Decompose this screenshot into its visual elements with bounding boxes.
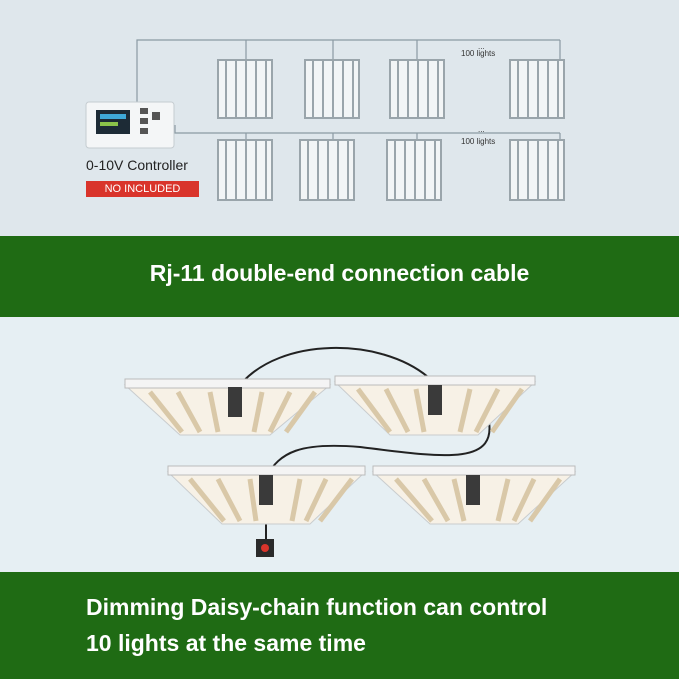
light-fixture-icon <box>217 139 273 201</box>
light-fixture-icon <box>299 139 355 201</box>
daisy-cable <box>265 416 491 478</box>
grow-light-fixture <box>166 465 367 525</box>
light-count-row-1: 100 lights <box>461 49 496 58</box>
daisy-chain-illustration <box>123 346 577 557</box>
ellipsis-row-1: ... <box>478 42 485 51</box>
wiring-diagram-panel: 0-10V Controller NO INCLUDED ... 100 lig… <box>0 0 679 236</box>
grow-light-fixture <box>123 378 332 436</box>
caption-daisy-chain-line2: 10 lights at the same time <box>86 630 366 656</box>
daisy-chain-photo <box>0 317 679 572</box>
light-count-row-2: 100 lights <box>461 137 496 146</box>
not-included-badge: NO INCLUDED <box>86 181 199 197</box>
light-fixture-icon <box>386 139 442 201</box>
caption-banner-top: Rj-11 double-end connection cable <box>0 236 679 317</box>
dimmer-controller-icon <box>256 539 274 557</box>
light-fixture-icon <box>509 139 565 201</box>
grow-light-fixture <box>333 375 537 436</box>
light-fixture-icon <box>304 59 360 119</box>
light-fixture-icon <box>217 59 273 119</box>
light-fixture-icon <box>389 59 445 119</box>
caption-daisy-chain-line1: Dimming Daisy-chain function can control <box>86 594 548 620</box>
grow-light-fixture <box>371 465 577 525</box>
caption-rj11-cable: Rj-11 double-end connection cable <box>149 260 530 286</box>
wiring-diagram <box>85 39 565 201</box>
daisy-cable <box>239 346 429 386</box>
controller-device-icon <box>85 101 175 149</box>
controller-label: 0-10V Controller <box>86 157 188 173</box>
ellipsis-row-2: ... <box>478 125 485 134</box>
caption-banner-bottom: Dimming Daisy-chain function can control… <box>0 572 679 679</box>
light-fixture-icon <box>509 59 565 119</box>
